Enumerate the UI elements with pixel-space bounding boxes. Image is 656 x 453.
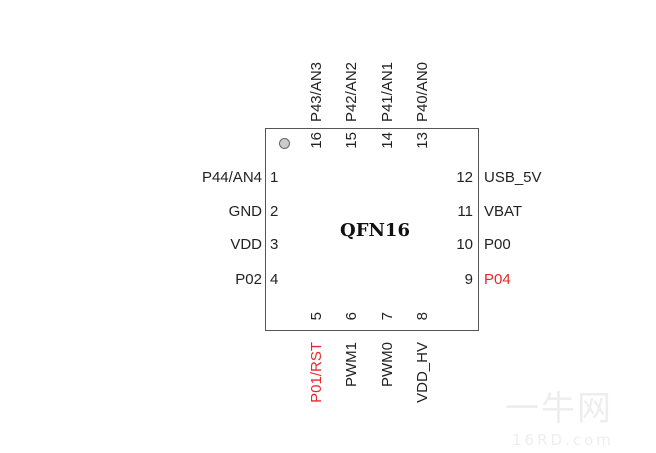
left-pin-label: VDD xyxy=(230,236,262,253)
watermark-url: 16RD.com xyxy=(512,432,614,449)
right-pin-number: 12 xyxy=(456,169,473,186)
left-pin-number: 2 xyxy=(270,203,279,220)
right-pin-label: P00 xyxy=(484,236,511,253)
chip-name: QFN16 xyxy=(340,220,410,241)
left-pin-number: 1 xyxy=(270,169,279,186)
watermark-logo: 一牛网 xyxy=(505,390,613,428)
left-pin-number: 4 xyxy=(270,271,279,288)
left-pin-label: GND xyxy=(228,203,262,220)
bottom-pin-number: 8 xyxy=(414,312,431,321)
top-pin-number: 13 xyxy=(414,132,431,149)
bottom-pin-label: PWM1 xyxy=(343,342,360,387)
left-pin-label: P02 xyxy=(235,271,262,288)
right-pin-number: 11 xyxy=(457,203,473,220)
top-pin-label: P40/AN0 xyxy=(414,61,431,122)
top-pin-label: P43/AN3 xyxy=(308,61,325,122)
right-pin-label: USB_5V xyxy=(484,169,542,186)
pin1-marker xyxy=(279,138,290,149)
bottom-pin-label: PWM0 xyxy=(379,342,396,387)
bottom-pin-label: P01/RST xyxy=(308,342,325,403)
right-pin-number: 9 xyxy=(464,271,473,288)
top-pin-number: 15 xyxy=(343,132,360,149)
right-pin-label: VBAT xyxy=(484,203,523,220)
bottom-pin-label: VDD_HV xyxy=(414,342,431,403)
right-pin-label: P04 xyxy=(484,271,511,288)
right-pin-number: 10 xyxy=(456,236,473,253)
top-pin-number: 16 xyxy=(308,132,325,149)
bottom-pin-number: 6 xyxy=(343,312,360,321)
top-pin-label: P42/AN2 xyxy=(343,61,360,122)
bottom-pin-number: 5 xyxy=(308,312,325,321)
chip-body xyxy=(265,128,479,331)
top-pin-number: 14 xyxy=(379,132,396,149)
left-pin-number: 3 xyxy=(270,236,279,253)
top-pin-label: P41/AN1 xyxy=(379,61,396,122)
bottom-pin-number: 7 xyxy=(379,312,396,321)
left-pin-label: P44/AN4 xyxy=(201,169,262,186)
